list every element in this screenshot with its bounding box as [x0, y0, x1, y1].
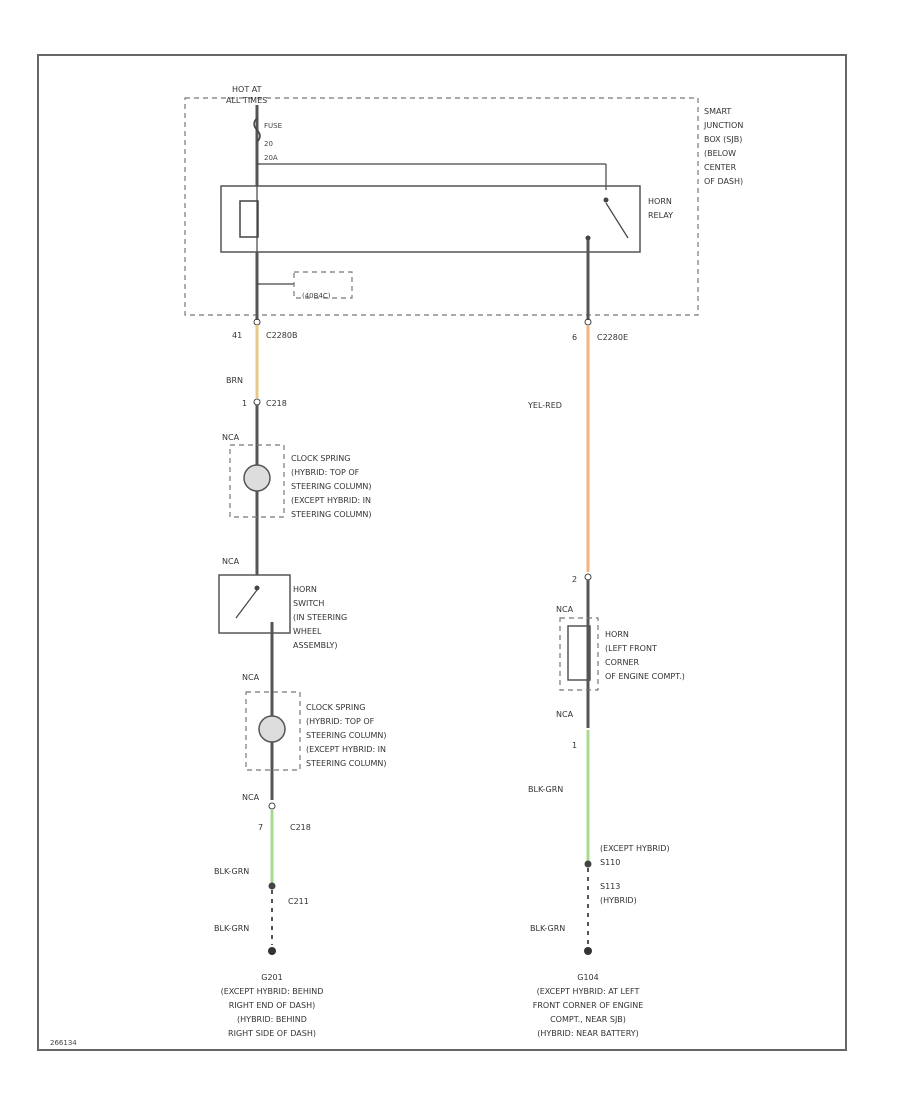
g104-ground [584, 947, 592, 955]
right-pin1: 6 [572, 333, 577, 342]
left-ground-2: (EXCEPT HYBRID: BEHIND [221, 987, 324, 996]
clock2-line4: (EXCEPT HYBRID: IN [306, 745, 386, 754]
c218-pin [253, 398, 261, 406]
horn-relay-label-2: RELAY [648, 211, 673, 220]
left-wire1-label: BRN [226, 376, 243, 385]
right-ground-4: COMPT., NEAR SJB) [550, 1015, 626, 1024]
clock1-line5: STEERING COLUMN) [291, 510, 372, 519]
switch-line1: HORN [293, 585, 317, 594]
clock1-line3: STEERING COLUMN) [291, 482, 372, 491]
sjb-label-4: (BELOW [704, 149, 736, 158]
left-splice: C211 [288, 897, 309, 906]
sjb-label-6: OF DASH) [704, 177, 743, 186]
horn-line2: (LEFT FRONT [605, 644, 657, 653]
relay-contact [605, 202, 629, 239]
left-conn3: C218 [290, 823, 311, 832]
horn-switch-node [254, 585, 260, 591]
clock-spring-2-icon [258, 715, 286, 743]
power-label-1: HOT AT [232, 85, 262, 94]
left-nca1: NCA [222, 433, 240, 442]
fuse-symbol [253, 117, 261, 143]
left-ground-4: (HYBRID: BEHIND [237, 1015, 307, 1024]
fuse-label-3: 20A [264, 154, 278, 162]
clock1-line2: (HYBRID: TOP OF [291, 468, 360, 477]
right-splice1-1: (EXCEPT HYBRID) [600, 844, 670, 853]
clock1-line4: (EXCEPT HYBRID: IN [291, 496, 371, 505]
horn-box [559, 617, 599, 691]
right-conn1: C2280E [597, 333, 628, 342]
horn-icon [567, 625, 591, 681]
power-label-2: ALL TIMES [226, 96, 267, 105]
sjb-label-3: BOX (SJB) [704, 135, 742, 144]
left-ground-3: RIGHT END OF DASH) [229, 1001, 315, 1010]
diagram-code: 266134 [50, 1039, 77, 1047]
sjb-box [184, 97, 699, 316]
left-wire3-label: BLK-GRN [214, 924, 249, 933]
switch-line3: (IN STEERING [293, 613, 347, 622]
left-ground-1: G201 [261, 973, 282, 982]
module-box [293, 271, 353, 299]
right-pin3: 1 [572, 741, 577, 750]
right-splice2-1: S113 [600, 882, 620, 891]
left-pin3: 7 [258, 823, 263, 832]
left-nca3: NCA [242, 673, 260, 682]
left-pin2: 1 [242, 399, 247, 408]
relay-contact-node-bottom [585, 235, 591, 241]
c218b-pin [268, 802, 276, 810]
right-ground-5: (HYBRID: NEAR BATTERY) [537, 1029, 639, 1038]
right-nca1: NCA [556, 605, 574, 614]
left-nca2: NCA [222, 557, 240, 566]
right-wire2-label: BLK-GRN [528, 785, 563, 794]
horn-switch-contact [235, 589, 258, 619]
clock-spring-1-box [229, 444, 285, 518]
right-wire3-label: BLK-GRN [530, 924, 565, 933]
s110-splice [584, 860, 592, 868]
switch-line5: ASSEMBLY) [293, 641, 337, 650]
clock1-line1: CLOCK SPRING [291, 454, 350, 463]
diagram-border [37, 54, 847, 1051]
horn-line1: HORN [605, 630, 629, 639]
sjb-label-1: SMART [704, 107, 731, 116]
sjb-label-2: JUNCTION [703, 121, 743, 130]
clock2-line5: STEERING COLUMN) [306, 759, 387, 768]
right-ground-2: (EXCEPT HYBRID: AT LEFT [537, 987, 640, 996]
clock-spring-1-icon [243, 464, 271, 492]
horn-line4: OF ENGINE COMPT.) [605, 672, 685, 681]
clock2-line3: STEERING COLUMN) [306, 731, 387, 740]
clock2-line2: (HYBRID: TOP OF [306, 717, 375, 726]
horn-line3: CORNER [605, 658, 639, 667]
right-ground-3: FRONT CORNER OF ENGINE [533, 1001, 644, 1010]
right-splice2-2: (HYBRID) [600, 896, 637, 905]
left-ground-5: RIGHT SIDE OF DASH) [228, 1029, 316, 1038]
fuse-label-1: FUSE [264, 122, 282, 130]
right-nca2: NCA [556, 710, 574, 719]
horn-switch-box [218, 574, 291, 634]
clock2-line1: CLOCK SPRING [306, 703, 365, 712]
horn-relay-label-1: HORN [648, 197, 672, 206]
c211-splice [268, 882, 276, 890]
horn-pin2 [584, 573, 592, 581]
left-pin1: 41 [232, 331, 242, 340]
right-splice1-2: S110 [600, 858, 620, 867]
left-conn2: C218 [266, 399, 287, 408]
g201-ground [268, 947, 276, 955]
sjb-label-5: CENTER [704, 163, 737, 172]
horn-relay-box [220, 185, 641, 253]
left-wire2-label: BLK-GRN [214, 867, 249, 876]
module-label: (40B4C) [302, 292, 331, 300]
switch-line2: SWITCH [293, 599, 324, 608]
left-conn1: C2280B [266, 331, 297, 340]
clock-spring-2-box [245, 691, 301, 771]
left-nca4: NCA [242, 793, 260, 802]
right-pin2: 2 [572, 575, 577, 584]
relay-contact-node-top [603, 197, 609, 203]
right-wire1-label: YEL-RED [527, 401, 562, 410]
switch-line4: WHEEL [293, 627, 322, 636]
fuse-label-2: 20 [264, 140, 273, 148]
relay-coil [239, 200, 259, 238]
right-ground-1: G104 [577, 973, 598, 982]
